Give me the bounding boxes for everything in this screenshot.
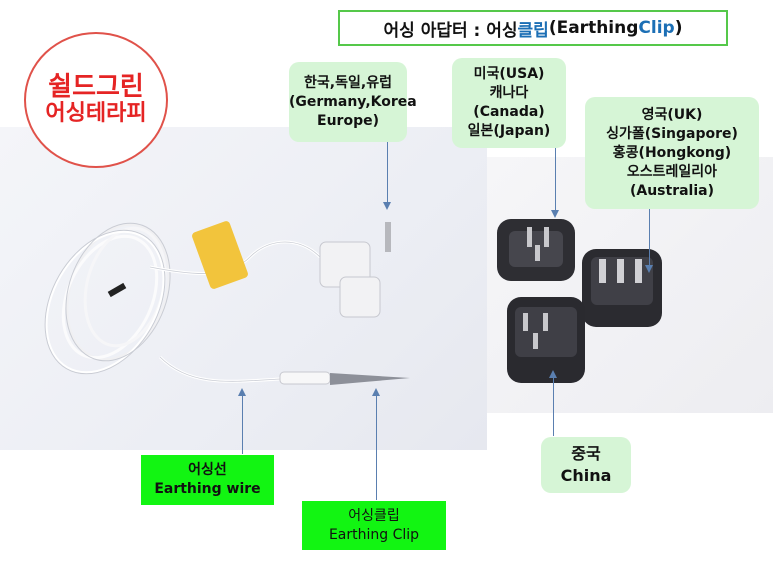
title-prefix: 어싱 아답터 : 어싱: [383, 20, 518, 41]
arrow-clip-line: [376, 396, 377, 500]
arrow-usa-head: [551, 210, 559, 218]
earthing-wire-illustration: [44, 221, 410, 385]
adapters-photo: [487, 157, 773, 413]
label-europe-line2: (Germany,Korea: [289, 93, 417, 110]
label-uk-line4: 오스트레일리아: [626, 163, 718, 180]
label-clip-line2: Earthing Clip: [328, 526, 420, 543]
arrow-wire-head: [238, 388, 246, 396]
label-uk-line1: 영국(UK): [641, 106, 703, 123]
arrow-wire-line: [242, 396, 243, 454]
brand-logo-circle: 쉴드그린 어싱테라피: [24, 32, 168, 168]
label-china-line2: China: [560, 466, 612, 485]
label-uk-line5: (Australia): [629, 182, 715, 199]
label-earthing-clip: 어싱클립 Earthing Clip: [302, 501, 446, 550]
label-china-line1: 중국: [571, 444, 601, 463]
title-mid: (Earthing: [548, 18, 639, 38]
arrow-clip-head: [372, 388, 380, 396]
label-uk-line3: 홍콩(Hongkong): [612, 144, 732, 161]
label-europe-line3: Europe): [317, 112, 379, 129]
arrow-europe-line: [387, 142, 388, 202]
label-wire-line2: Earthing wire: [154, 481, 261, 497]
arrow-europe-head: [383, 202, 391, 210]
arrow-uk-line: [649, 209, 650, 265]
title-accent: 클립: [517, 20, 549, 41]
label-earthing-wire: 어싱선 Earthing wire: [141, 455, 274, 505]
label-china: 중국 China: [541, 437, 631, 493]
label-wire-line1: 어싱선: [188, 462, 227, 478]
arrow-china-line: [553, 378, 554, 436]
brand-name: 쉴드그린: [48, 71, 144, 102]
label-usa-line2: 캐나다: [489, 85, 529, 101]
label-clip-line1: 어싱클립: [348, 507, 400, 524]
label-usa: 미국(USA) 캐나다 (Canada) 일본(Japan): [452, 58, 566, 148]
arrow-uk-head: [645, 265, 653, 273]
label-uk-line2: 싱가폴(Singapore): [606, 125, 738, 142]
label-usa-line4: 일본(Japan): [467, 123, 551, 139]
arrow-china-head: [549, 370, 557, 378]
label-europe-line1: 한국,독일,유럽: [304, 74, 392, 91]
title-suffix: ): [674, 18, 683, 38]
label-uk: 영국(UK) 싱가폴(Singapore) 홍콩(Hongkong) 오스트레일…: [585, 97, 759, 209]
earthing-wire-photo: [0, 127, 487, 450]
label-usa-line3: (Canada): [473, 104, 545, 120]
arrow-usa-line: [555, 148, 556, 210]
brand-subtitle: 어싱테라피: [45, 101, 147, 127]
title-accent-2: Clip: [638, 18, 675, 38]
adapters-illustration: [497, 219, 662, 383]
label-europe: 한국,독일,유럽 (Germany,Korea Europe): [289, 62, 417, 142]
label-usa-line1: 미국(USA): [473, 66, 545, 82]
